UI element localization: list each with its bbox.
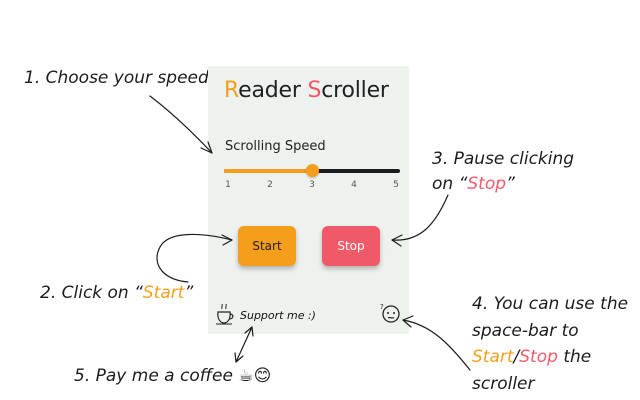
speed-tick: 5 — [393, 180, 399, 190]
stop-button[interactable]: Stop — [322, 226, 380, 266]
title-letter-s: S — [307, 78, 322, 103]
speed-slider-thumb[interactable] — [305, 164, 319, 177]
speed-tick: 2 — [267, 180, 273, 190]
arrow-step1 — [149, 95, 213, 154]
svg-text:?: ? — [380, 303, 384, 311]
scrolling-speed-label: Scrolling Speed — [225, 139, 326, 154]
title-letter-r: R — [224, 78, 239, 103]
step2-annotation: 2. Click on “Start” — [40, 281, 193, 307]
speed-tick: 4 — [351, 180, 357, 190]
step1-text: 1. Choose your speed — [24, 68, 209, 88]
speed-slider-fill — [224, 169, 312, 173]
speed-tick: 3 — [309, 180, 315, 190]
step3-line1: 3. Pause clicking — [432, 149, 575, 169]
step4-start: Start — [472, 347, 514, 367]
coffee-cup-sketch-icon — [216, 303, 234, 325]
title-part-2: croller — [321, 78, 389, 103]
step5-annotation: 5. Pay me a coffee ☕😊 — [74, 364, 271, 390]
step4-the: the — [557, 347, 592, 367]
speed-tick: 1 — [225, 180, 231, 190]
arrow-step4 — [402, 319, 471, 371]
step2-highlight: Start — [142, 283, 185, 303]
step3-prefix: on “ — [432, 174, 468, 194]
step4-slash: / — [513, 347, 520, 367]
support-me-link[interactable]: Support me :) — [214, 303, 316, 327]
title-part-1: eader — [238, 78, 308, 103]
support-me-label: Support me :) — [240, 308, 316, 322]
step4-stop: Stop — [519, 347, 558, 367]
step4-line4: scroller — [472, 373, 535, 394]
step1-annotation: 1. Choose your speed — [24, 66, 209, 92]
step4-line2: space-bar to — [472, 320, 579, 341]
step5-text: 5. Pay me a coffee ☕😊 — [74, 366, 272, 386]
step3-highlight: Stop — [467, 174, 507, 194]
extension-popup: Reader Scroller Scrolling Speed 1 2 3 4 5 St… — [208, 66, 409, 334]
step3-suffix: ” — [506, 174, 515, 194]
app-title: Reader Scroller — [224, 78, 389, 103]
step2-suffix: ” — [184, 283, 194, 303]
confused-face-icon[interactable]: ? — [379, 302, 401, 324]
step4-annotation: 4. You can use the space-bar to Start/St… — [472, 291, 628, 397]
step2-prefix: 2. Click on “ — [40, 283, 143, 303]
start-button[interactable]: Start — [238, 226, 296, 266]
step3-annotation: 3. Pause clicking on “Stop” — [432, 147, 574, 197]
step4-line1: 4. You can use the — [472, 294, 629, 314]
